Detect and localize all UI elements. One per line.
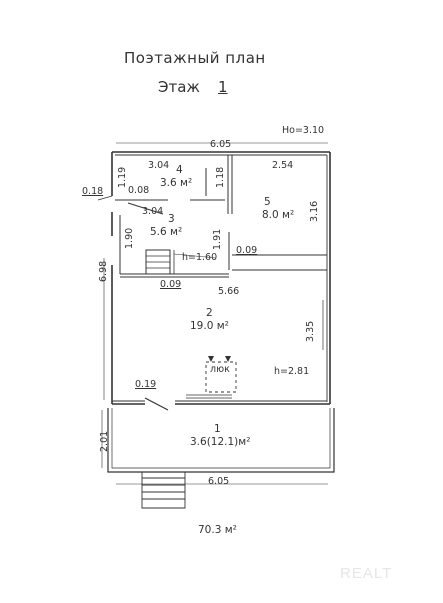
partition-3-diag (127, 202, 164, 215)
floor-number: 1 (218, 78, 228, 96)
dim-201: 2.01 (99, 430, 110, 452)
terrace-outline (107, 408, 335, 473)
dim-316: 3.16 (309, 200, 320, 222)
hatch-arrow (208, 356, 214, 362)
height-total: Но=3.10 (282, 125, 325, 136)
room-2-area: 19.0 м² (190, 320, 229, 332)
dim-019: 0.19 (135, 379, 157, 390)
dim-254: 2.54 (272, 160, 294, 171)
hatch (205, 361, 237, 393)
watermark: REALT (340, 565, 393, 582)
partition-4-5 (227, 155, 233, 214)
partition-2-top (120, 273, 229, 278)
room-2-number: 2 (206, 307, 213, 319)
entry-door (144, 397, 169, 411)
dim-304-b: 3.04 (142, 206, 164, 217)
room-4-area: 3.6 м² (160, 177, 193, 189)
dim-191: 1.91 (212, 228, 223, 250)
dim-335: 3.35 (305, 320, 316, 342)
dim-119: 1.19 (117, 166, 128, 188)
dim-018: 0.18 (82, 186, 104, 197)
entry-steps (141, 472, 186, 509)
dim-bottom-width: 6.05 (208, 476, 230, 487)
room-1-number: 1 (214, 423, 221, 435)
floor-label: Этаж (158, 78, 200, 96)
dim-118: 1.18 (215, 166, 226, 188)
dim-698: 6.98 (98, 260, 109, 282)
height-281: h=2.81 (274, 366, 310, 377)
room-4-number: 4 (176, 164, 183, 176)
dim-009-b: 0.09 (160, 279, 182, 290)
room-5-number: 5 (264, 196, 271, 208)
room-3-area: 5.6 м² (150, 226, 183, 238)
dim-190: 1.90 (124, 227, 135, 249)
room-3-number: 3 (168, 213, 175, 225)
total-area: 70.3 м² (198, 524, 237, 536)
dim-009-a: 0.09 (236, 245, 258, 256)
dim-304-a: 3.04 (148, 160, 170, 171)
room-5-area: 8.0 м² (262, 209, 295, 221)
plan-title: Поэтажный план (124, 49, 266, 67)
dim-566: 5.66 (218, 286, 240, 297)
dim-008: 0.08 (128, 185, 150, 196)
room-1-area: 3.6(12.1)м² (190, 436, 251, 448)
height-160: h=1.60 (182, 252, 218, 263)
hatch-label: люк (210, 364, 230, 375)
dim-top-width: 6.05 (210, 139, 232, 150)
